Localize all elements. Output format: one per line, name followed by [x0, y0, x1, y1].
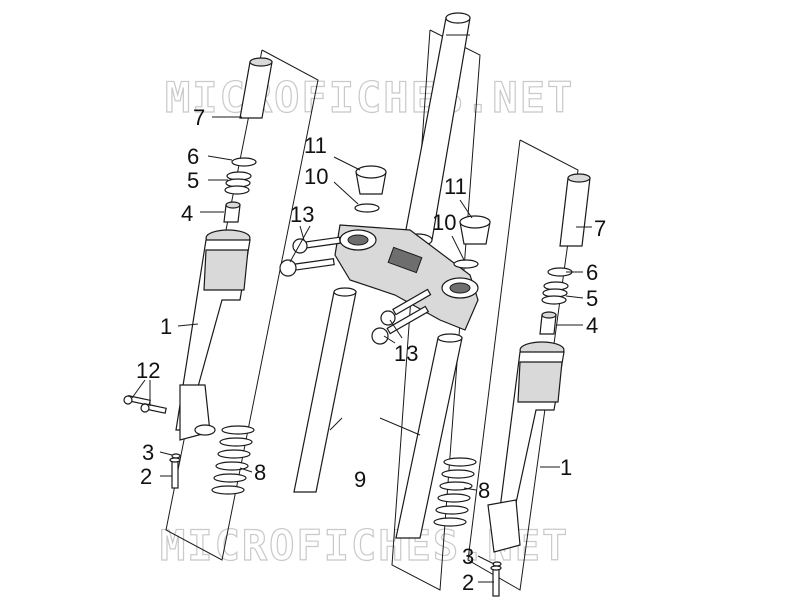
bushing-4-right [539, 311, 557, 335]
callout-9: 9 [354, 467, 366, 492]
bolt-13-top-b [279, 258, 335, 277]
callout-13-bottom: 13 [394, 341, 418, 366]
rod-7-left [239, 57, 273, 119]
washer-3-left [171, 453, 181, 459]
rod-7-right [559, 173, 591, 247]
screw-2-right [490, 565, 502, 597]
fork-tube-9-right [395, 333, 463, 539]
ring-10-left [354, 203, 380, 213]
callout-1-left: 1 [160, 314, 172, 339]
right-frame [467, 139, 579, 591]
fork-tube-9-left [293, 287, 357, 493]
callout-7-left: 7 [193, 105, 205, 130]
callout-labels: 7 6 5 4 1 12 3 2 8 11 10 13 9 11 10 13 7… [136, 105, 606, 595]
spring-8-left [211, 425, 255, 495]
bushing-4-left [223, 201, 241, 223]
callout-8-left: 8 [254, 460, 266, 485]
bolt-13-top-a [292, 236, 341, 254]
callout-10-left: 10 [304, 164, 328, 189]
callout-3-right: 3 [462, 544, 474, 569]
spring-8-right [433, 457, 477, 527]
callout-7-right: 7 [594, 216, 606, 241]
callout-6-left: 6 [187, 144, 199, 169]
watermark-top: MICROFICHES.NET [165, 73, 574, 122]
callout-13-top: 13 [290, 202, 314, 227]
callout-10-right: 10 [432, 210, 456, 235]
steering-yoke [334, 224, 479, 331]
callout-11-left: 11 [304, 133, 327, 158]
ring-6-left [231, 157, 257, 167]
ring-10-right [453, 259, 479, 269]
spring-5-left [224, 171, 252, 195]
cap-11-left [355, 165, 387, 195]
callout-12: 12 [136, 358, 160, 383]
bolt-13-bottom-b [371, 305, 430, 345]
callout-4-left: 4 [181, 201, 193, 226]
callout-1-right: 1 [560, 455, 572, 480]
callout-8-right: 8 [478, 478, 490, 503]
leader-lines [131, 116, 592, 583]
cap-11-right [459, 215, 491, 245]
fork-leg-1-left [175, 229, 251, 441]
washer-3-right [492, 561, 502, 567]
callout-6-right: 6 [586, 260, 598, 285]
callout-4-right: 4 [586, 313, 598, 338]
spring-5-right [541, 281, 569, 305]
fork-leg-1-right [487, 341, 565, 553]
callout-2-right: 2 [462, 570, 474, 595]
callout-3-left: 3 [142, 440, 154, 465]
screw-12-left [123, 395, 167, 414]
callout-5-right: 5 [586, 286, 598, 311]
callout-2-left: 2 [140, 464, 152, 489]
callout-11-right: 11 [444, 174, 467, 199]
screw-2-left [169, 457, 181, 489]
callout-5-left: 5 [187, 168, 199, 193]
